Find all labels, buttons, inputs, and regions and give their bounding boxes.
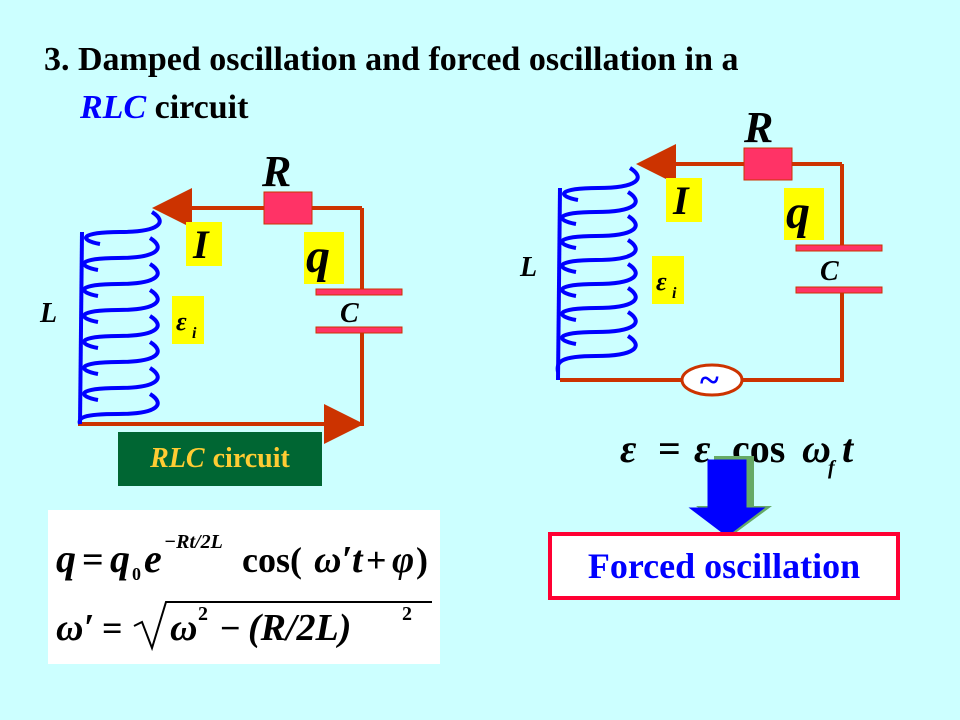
f1-omega-prime: ω′ [314, 539, 352, 581]
left-q-box [304, 232, 344, 284]
right-capacitor-plate-bottom [795, 286, 883, 294]
f2-minus: − [220, 608, 241, 648]
left-label-q: q [306, 230, 330, 283]
rlc-text: circuit [212, 443, 290, 474]
eq-omega: ω [802, 426, 831, 471]
right-coil [555, 166, 640, 381]
right-resistor [743, 147, 793, 181]
right-label-I: I [672, 178, 690, 223]
right-q-box [784, 188, 824, 240]
left-resistor [263, 191, 313, 225]
damped-formula: q = q 0 e −Rt/2L cos( ω′ t + φ ) ω′ = ω … [56, 531, 432, 652]
right-emf-symbol: ε [656, 267, 667, 296]
ac-source [680, 363, 744, 397]
left-I-box [186, 222, 222, 266]
left-label-I: I [192, 222, 210, 267]
f1-phi: φ [392, 539, 414, 581]
damped-formula-box: q = q 0 e −Rt/2L cos( ω′ t + φ ) ω′ = ω … [48, 510, 440, 664]
f1-t: t [352, 539, 364, 581]
left-coil [77, 210, 162, 425]
right-capacitor-plate-top [795, 244, 883, 252]
f1-cos: cos( [242, 540, 302, 580]
eq-f: f [828, 457, 837, 479]
left-emf-sub: i [192, 325, 197, 342]
f1-plus: + [366, 540, 387, 580]
f2-eq: = [102, 608, 123, 648]
eq-eps0: ε [694, 426, 711, 471]
page-title: 3. Damped oscillation and forced oscilla… [44, 36, 739, 132]
right-emf-sub: i [672, 285, 677, 302]
eq-equals: = [658, 426, 681, 471]
f1-close: ) [416, 540, 428, 580]
right-I-box [666, 178, 702, 222]
f1-exponent: −Rt/2L [164, 531, 223, 553]
f2-omega: ω [170, 607, 197, 649]
f2-paren: (R/2L) [248, 607, 351, 649]
f2-two-b: 2 [402, 603, 412, 625]
right-label-C: C [820, 256, 839, 287]
title-suffix: circuit [154, 89, 249, 126]
forced-oscillation-label: Forced oscillation [548, 532, 900, 600]
f1-q: q [56, 536, 76, 581]
left-circuit: R I q L C ε i [39, 147, 403, 444]
right-label-L: L [519, 252, 537, 283]
f2-two: 2 [198, 603, 208, 625]
left-capacitor-plate-bottom [315, 326, 403, 334]
left-emf-symbol: ε [176, 307, 187, 336]
title-line-1: 3. Damped oscillation and forced oscilla… [44, 41, 739, 78]
right-emf-box [652, 256, 684, 304]
left-label-C: C [340, 298, 359, 329]
f1-eq: = [82, 539, 104, 581]
right-label-R: R [743, 103, 773, 152]
rlc-circuit-label: RLC circuit [118, 432, 322, 486]
f2-omega-prime: ω′ [56, 607, 94, 649]
title-line-2: RLC circuit [44, 84, 739, 132]
f1-q0: q [110, 536, 130, 581]
rlc-italic: RLC [150, 443, 205, 474]
right-circuit: ~ R I q L C ε i [519, 103, 883, 400]
down-arrow [688, 456, 772, 537]
eq-t: t [842, 426, 855, 471]
ac-source-symbol: ~ [700, 360, 719, 400]
f2-sqrt [133, 601, 432, 652]
title-rlc: RLC [80, 89, 147, 126]
eq-eps: ε [620, 426, 637, 471]
left-label-R: R [261, 147, 291, 196]
f1-zero: 0 [132, 564, 141, 584]
left-label-L: L [39, 298, 57, 329]
right-label-q: q [786, 186, 810, 239]
left-capacitor-plate-top [315, 288, 403, 296]
f1-e: e [144, 536, 162, 581]
left-emf-box [172, 296, 204, 344]
